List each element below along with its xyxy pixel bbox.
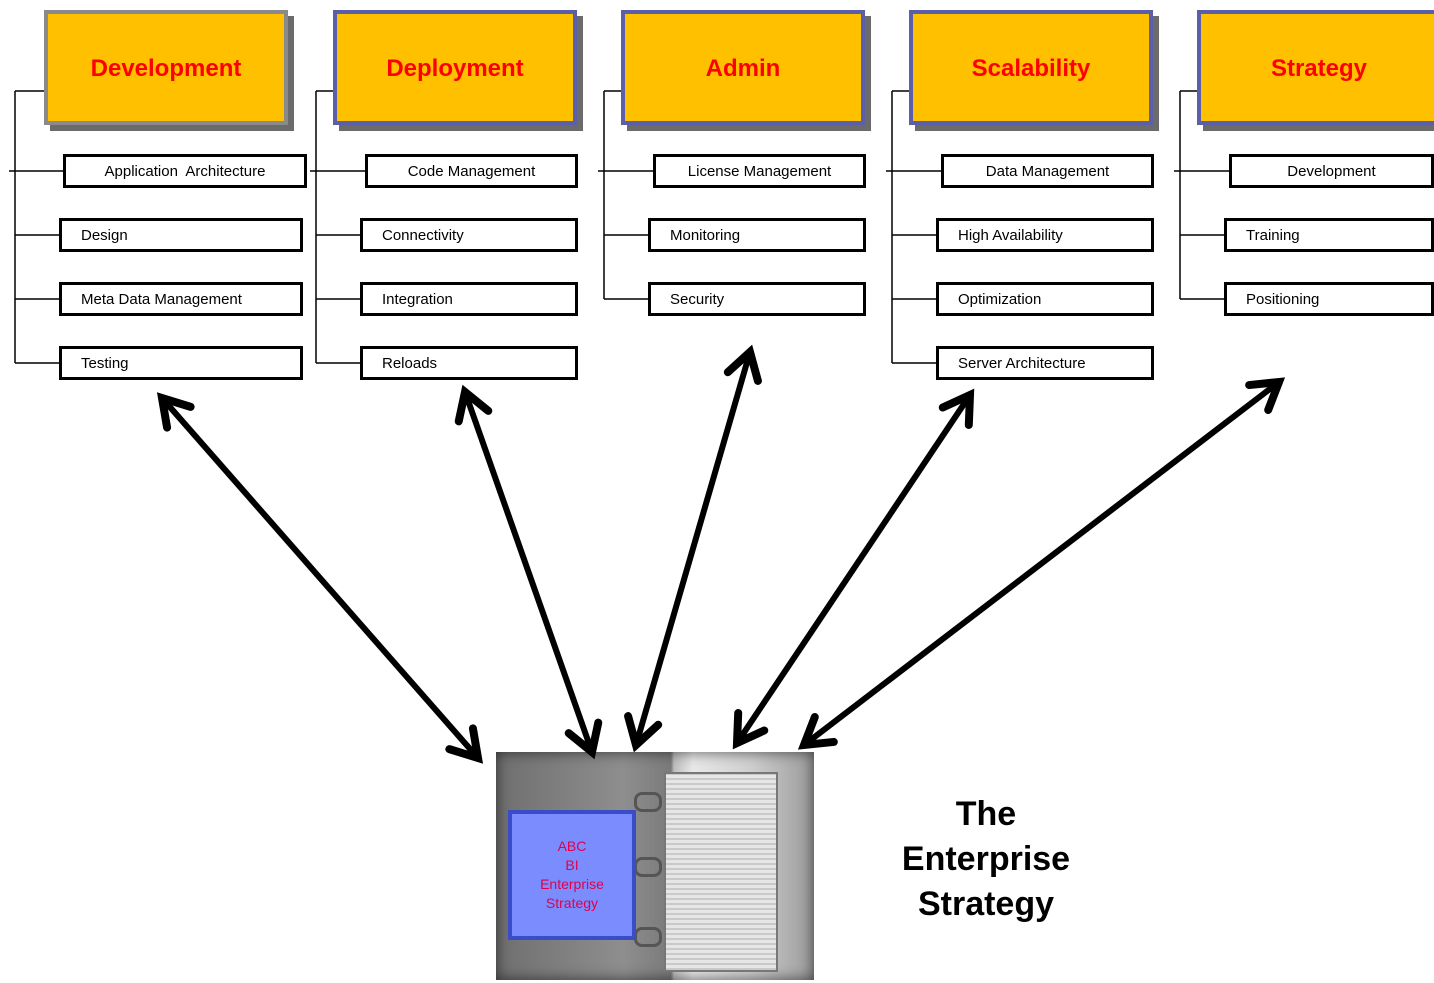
category-title: Admin (705, 54, 781, 82)
arrowhead (723, 344, 762, 385)
binder-label-line: Enterprise (540, 876, 604, 892)
item-meta-data-management: Meta Data Management (59, 282, 303, 316)
item-optimization: Optimization (936, 282, 1154, 316)
item-security: Security (648, 282, 866, 316)
arrow-shaft (463, 394, 594, 750)
arrowhead (1245, 377, 1286, 414)
item-reloads: Reloads (360, 346, 578, 380)
arrowhead (938, 388, 975, 429)
category-title: Deployment (386, 54, 524, 82)
category-title: Scalability (971, 54, 1091, 82)
item-design: Design (59, 218, 303, 252)
arrow-shaft (162, 399, 478, 757)
category-title: Strategy (1270, 54, 1368, 82)
item-data-management: Data Management (941, 154, 1154, 188)
category-deployment: Deployment (333, 10, 577, 125)
category-title: Development (90, 54, 242, 82)
item-server-architecture: Server Architecture (936, 346, 1154, 380)
arrow-shaft (634, 355, 752, 742)
binder-label-line: BI (565, 857, 579, 873)
item-testing: Testing (59, 346, 303, 380)
category-admin: Admin (621, 10, 865, 125)
arrowhead (797, 713, 838, 750)
item-code-management: Code Management (365, 154, 578, 188)
category-development: Development (44, 10, 288, 125)
enterprise-strategy-caption: The Enterprise Strategy (880, 792, 1092, 927)
item-positioning: Positioning (1224, 282, 1434, 316)
item-training: Training (1224, 218, 1434, 252)
arrowhead (624, 712, 663, 753)
arrowhead (156, 392, 195, 432)
binder-label-line: Strategy (545, 895, 599, 911)
binder-label-line: ABC (557, 838, 587, 854)
caption-line: Strategy (917, 885, 1055, 923)
binder-pages (664, 772, 778, 972)
caption-line: Enterprise (901, 840, 1071, 878)
item-license-management: License Management (653, 154, 866, 188)
arrowhead (454, 384, 493, 426)
caption-line: The (955, 795, 1017, 833)
item-monitoring: Monitoring (648, 218, 866, 252)
binder-ring (634, 792, 662, 812)
binder-label: ABC BI Enterprise Strategy (508, 810, 636, 940)
binder-image: ABC BI Enterprise Strategy (496, 752, 814, 980)
arrow-shaft (736, 396, 971, 742)
category-strategy: Strategy (1197, 10, 1434, 125)
arrowhead (564, 718, 603, 760)
arrowhead (732, 709, 769, 750)
arrow-shaft (805, 382, 1278, 745)
item-strategy-development: Development (1229, 154, 1434, 188)
category-scalability: Scalability (909, 10, 1153, 125)
item-connectivity: Connectivity (360, 218, 578, 252)
arrowhead (445, 724, 484, 764)
item-high-availability: High Availability (936, 218, 1154, 252)
item-integration: Integration (360, 282, 578, 316)
item-application-architecture: Application Architecture (63, 154, 307, 188)
